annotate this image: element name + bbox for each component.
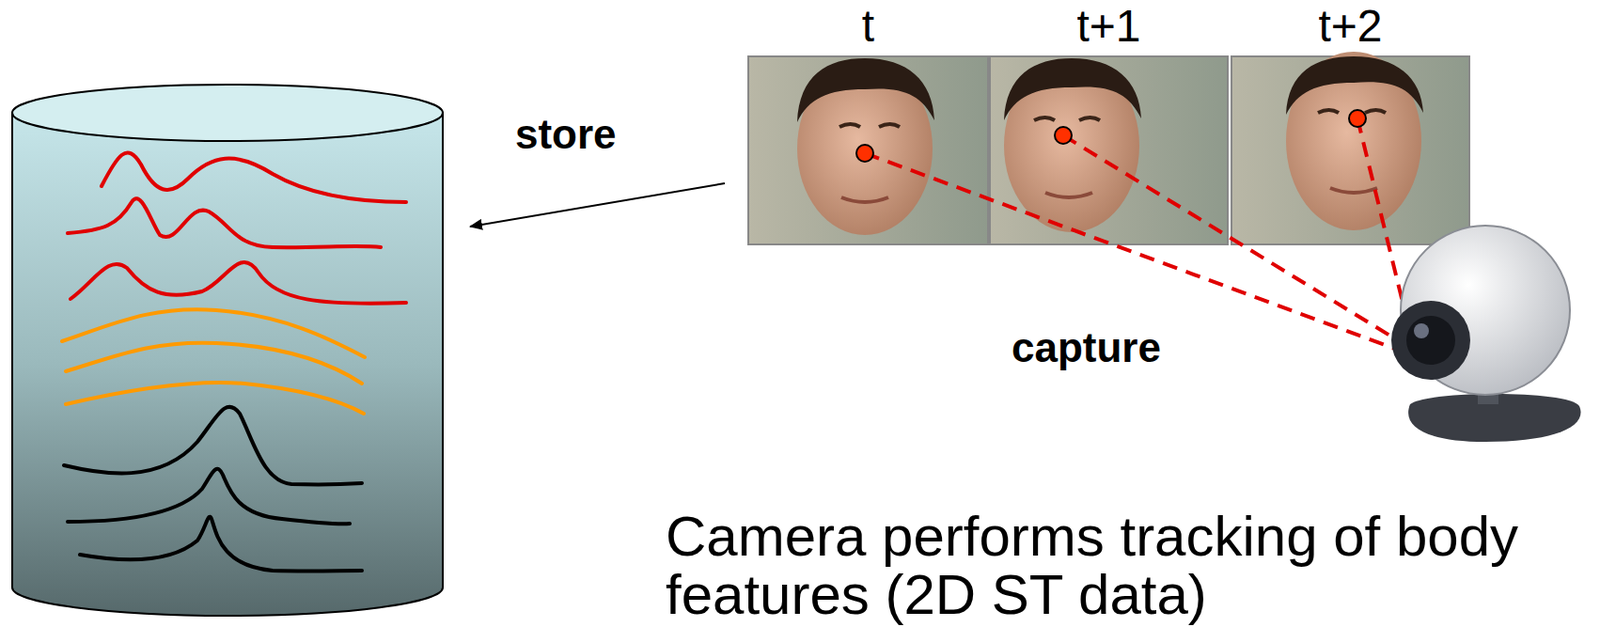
database-cylinder xyxy=(12,84,443,616)
step-label: capture xyxy=(1011,324,1247,372)
step-label: store xyxy=(515,110,675,158)
time-label: t+2 xyxy=(1231,0,1470,53)
time-series-curves xyxy=(62,153,407,572)
video-frame: t xyxy=(748,0,989,245)
tracking-lines xyxy=(864,118,1413,356)
store-arrow xyxy=(470,183,725,227)
time-label: t+1 xyxy=(989,0,1228,53)
video-frame: t+2 xyxy=(1231,0,1470,245)
time-label: t xyxy=(748,0,989,53)
caption-note: Camera performs tracking of body feature… xyxy=(665,507,1583,625)
video-frame: t+1 xyxy=(989,0,1228,245)
video-frames xyxy=(748,51,1470,245)
webcam xyxy=(1391,225,1582,442)
tracked-points xyxy=(856,109,1366,162)
